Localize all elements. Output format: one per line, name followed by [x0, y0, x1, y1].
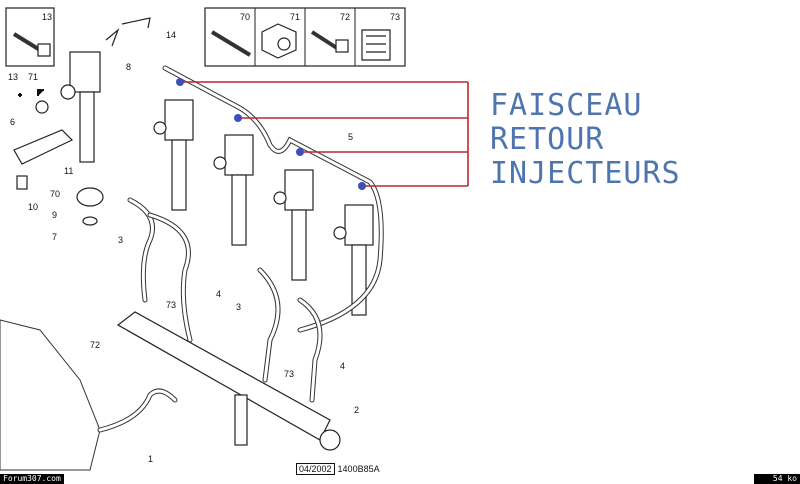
svg-text:73: 73: [284, 369, 294, 379]
annotation-line-2: RETOUR: [490, 122, 605, 157]
single-injector: [13, 17, 151, 226]
reference-code: 1400B85A: [337, 464, 380, 474]
svg-text:71: 71: [28, 72, 38, 82]
svg-text:72: 72: [90, 340, 100, 350]
annotation-line-1: FAISCEAU: [490, 88, 643, 123]
connector-4: [358, 182, 366, 190]
reference-date: 04/2002: [296, 463, 335, 475]
annotation-line-3: INJECTEURS: [490, 156, 681, 191]
return-pipe: [162, 65, 384, 333]
svg-text:4: 4: [216, 289, 221, 299]
part-box-13: 13: [5, 7, 55, 67]
injector-row: [153, 99, 374, 316]
svg-text:3: 3: [236, 302, 241, 312]
site-watermark: Forum307.com: [0, 474, 64, 484]
svg-text:6: 6: [10, 117, 15, 127]
svg-text:11: 11: [64, 166, 73, 176]
svg-text:70: 70: [240, 12, 250, 22]
svg-text:7: 7: [52, 232, 57, 242]
parts-strip: 70 71 72 73: [204, 7, 406, 67]
svg-text:1: 1: [148, 454, 153, 464]
svg-text:4: 4: [340, 361, 345, 371]
svg-text:8: 8: [126, 62, 131, 72]
svg-text:5: 5: [348, 132, 353, 142]
svg-text:14: 14: [166, 30, 176, 40]
svg-text:3: 3: [118, 235, 123, 245]
svg-text:9: 9: [52, 210, 57, 220]
svg-text:10: 10: [28, 202, 38, 212]
svg-text:73: 73: [166, 300, 176, 310]
svg-text:73: 73: [390, 12, 400, 22]
return-line-bracket: [176, 78, 469, 190]
connector-2: [234, 114, 242, 122]
svg-text:71: 71: [290, 12, 300, 22]
connector-3: [296, 148, 304, 156]
connector-1: [176, 78, 184, 86]
file-size: 54 ko: [754, 474, 800, 484]
callout-labels: 14 8 13 71 6 11 70 10 9 7 5 3 4 73 72 3 …: [8, 30, 359, 464]
svg-text:13: 13: [8, 72, 18, 82]
fuel-rail: [0, 197, 341, 471]
svg-text:72: 72: [340, 12, 350, 22]
svg-text:70: 70: [50, 189, 60, 199]
svg-text:2: 2: [354, 405, 359, 415]
svg-text:13: 13: [42, 12, 52, 22]
